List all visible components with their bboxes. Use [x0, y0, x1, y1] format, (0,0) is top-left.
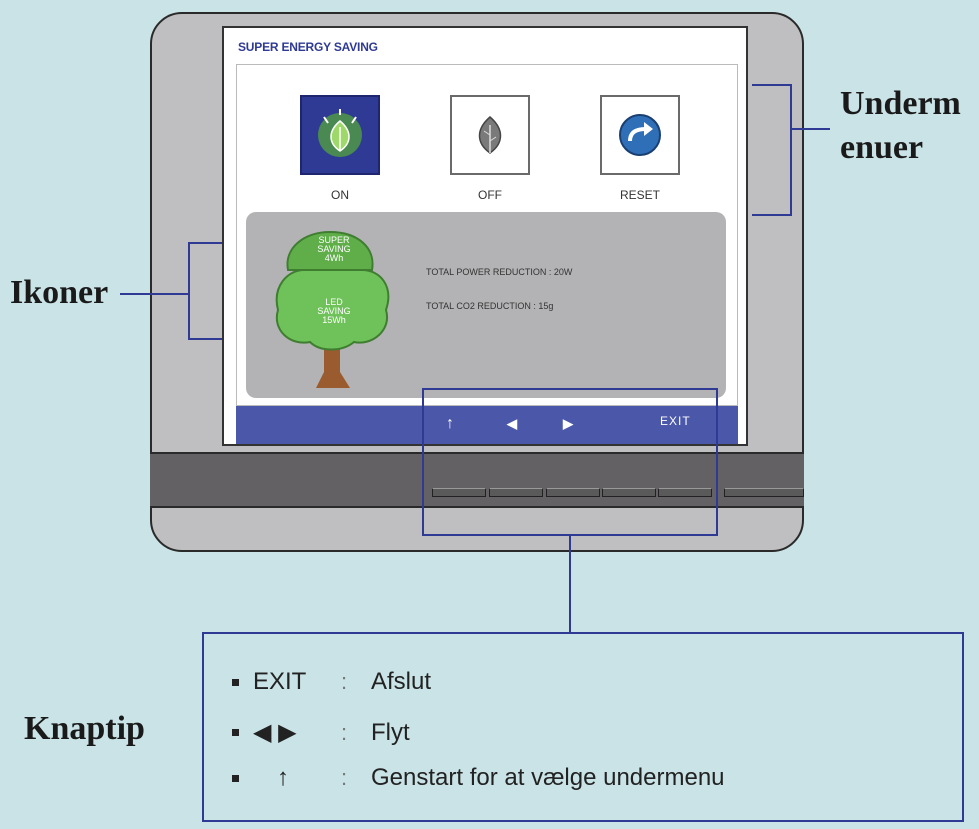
tip-desc-exit: Afslut [371, 668, 432, 695]
bullet [232, 774, 239, 782]
hardware-button-1[interactable] [432, 488, 486, 497]
undermenuer-bracket-top [752, 84, 792, 86]
up-button-label[interactable]: ↑ [446, 415, 454, 432]
ikoner-label: Ikoner [10, 274, 109, 311]
on-menu-button[interactable] [300, 95, 380, 175]
knaptip-label: Knaptip [24, 710, 145, 747]
tip-row-restart: ↑ : Genstart for at vælge undermenu [232, 764, 725, 792]
tree-icon [275, 230, 390, 388]
undermenuer-pointer [792, 128, 830, 130]
hardware-button-3[interactable] [546, 488, 600, 497]
ikoner-bracket-bottom [188, 338, 222, 340]
ikoner-bracket-side [188, 242, 190, 340]
on-label: ON [331, 188, 349, 202]
bullet [232, 729, 239, 736]
total-co2-reduction: TOTAL CO2 REDUCTION : 15g [426, 301, 554, 311]
off-label: OFF [478, 188, 502, 202]
right-button-label[interactable]: ▶ [563, 416, 573, 431]
reset-label: RESET [619, 188, 660, 202]
tree-bottom-text: LED SAVING 15Wh [317, 297, 351, 325]
tip-colon: : [341, 669, 348, 694]
leaf-on-icon [318, 109, 362, 157]
exit-button-label[interactable]: EXIT [660, 414, 691, 428]
leaf-off-icon [478, 116, 502, 154]
ikoner-pointer [120, 293, 188, 295]
monitor-base-strip [150, 452, 804, 508]
button-highlight-box [422, 388, 718, 536]
hardware-button-2[interactable] [489, 488, 543, 497]
hardware-button-5[interactable] [658, 488, 712, 497]
tip-colon: : [341, 765, 348, 790]
ikoner-bracket-top [188, 242, 222, 244]
undermenuer-bracket-side [790, 84, 792, 216]
tip-key-up-arrow: ↑ [277, 764, 289, 791]
knaptip-box [202, 632, 964, 822]
osd-button-bar [236, 406, 738, 444]
knaptip-connector [569, 536, 571, 632]
reset-arrow-icon [619, 114, 661, 156]
tip-colon: : [341, 719, 348, 745]
undermenuer-label: Underm enuer [840, 85, 961, 166]
hardware-button-4[interactable] [602, 488, 656, 497]
bullet [232, 678, 239, 686]
osd-title: SUPER ENERGY SAVING [238, 40, 378, 54]
hardware-button-power[interactable] [724, 488, 804, 497]
tip-desc-move: Flyt [371, 718, 410, 746]
tip-row-move: ◀ ▶ : Flyt [232, 718, 410, 747]
reset-menu-button[interactable] [600, 95, 680, 175]
off-menu-button[interactable] [450, 95, 530, 175]
undermenuer-bracket-bottom [752, 214, 792, 216]
tip-key-arrows: ◀ ▶ [253, 719, 297, 746]
tip-key-exit: EXIT [253, 668, 307, 695]
left-button-label[interactable]: ◀ [507, 416, 517, 431]
tip-desc-restart: Genstart for at vælge undermenu [371, 764, 725, 791]
tip-row-exit: EXIT : Afslut [232, 668, 431, 696]
tree-top-text: SUPER SAVING 4Wh [317, 235, 351, 263]
total-power-reduction: TOTAL POWER REDUCTION : 20W [426, 267, 573, 277]
